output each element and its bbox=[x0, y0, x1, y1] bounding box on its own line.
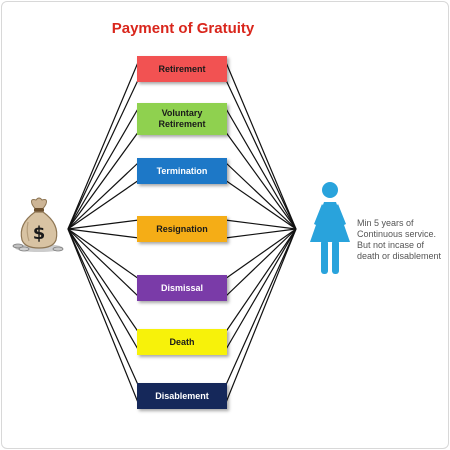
connector-line bbox=[67, 228, 140, 388]
category-label: Death bbox=[169, 336, 195, 347]
connector-line bbox=[67, 228, 140, 334]
category-box-disablement: Disablement bbox=[137, 383, 227, 409]
connector-line bbox=[224, 228, 297, 388]
eligibility-note: Min 5 years of Continuous service. But n… bbox=[357, 218, 442, 261]
connector-line bbox=[67, 228, 140, 280]
connector-line bbox=[224, 77, 297, 230]
category-label: Termination bbox=[156, 165, 208, 176]
category-label: Dismissal bbox=[160, 282, 204, 293]
connector-line bbox=[67, 228, 140, 352]
connector-line bbox=[224, 219, 297, 230]
connector-line bbox=[224, 228, 297, 298]
category-label: Resignation bbox=[156, 223, 208, 234]
connector-line bbox=[67, 106, 140, 230]
money-bag-icon: $ bbox=[12, 197, 64, 252]
connector-line bbox=[224, 106, 297, 230]
connector-line bbox=[67, 228, 140, 239]
connector-line bbox=[67, 228, 140, 298]
connector-line bbox=[67, 228, 140, 406]
connector-line bbox=[224, 228, 297, 280]
connector-line bbox=[67, 161, 140, 230]
svg-text:$: $ bbox=[33, 223, 46, 244]
category-box-voluntary-retirement: Voluntary Retirement bbox=[137, 103, 227, 135]
connector-line bbox=[224, 228, 297, 334]
category-box-death: Death bbox=[137, 329, 227, 355]
category-box-termination: Termination bbox=[137, 158, 227, 184]
connector-line bbox=[224, 161, 297, 230]
connector-line bbox=[67, 130, 140, 230]
connector-line bbox=[224, 59, 297, 230]
category-label: Retirement bbox=[158, 63, 206, 74]
connector-line bbox=[224, 228, 297, 239]
category-label: Voluntary Retirement bbox=[158, 108, 206, 129]
category-box-retirement: Retirement bbox=[137, 56, 227, 82]
connector-line bbox=[67, 219, 140, 230]
connector-line bbox=[224, 179, 297, 230]
category-label: Disablement bbox=[155, 390, 209, 401]
connector-line bbox=[67, 59, 140, 230]
diagram-title: Payment of Gratuity bbox=[111, 20, 255, 37]
connector-line bbox=[224, 130, 297, 230]
connector-line bbox=[67, 179, 140, 230]
category-box-dismissal: Dismissal bbox=[137, 275, 227, 301]
connector-line bbox=[67, 77, 140, 230]
woman-person-icon bbox=[310, 182, 350, 274]
category-box-resignation: Resignation bbox=[137, 216, 227, 242]
connector-line bbox=[224, 228, 297, 406]
connector-line bbox=[224, 228, 297, 352]
